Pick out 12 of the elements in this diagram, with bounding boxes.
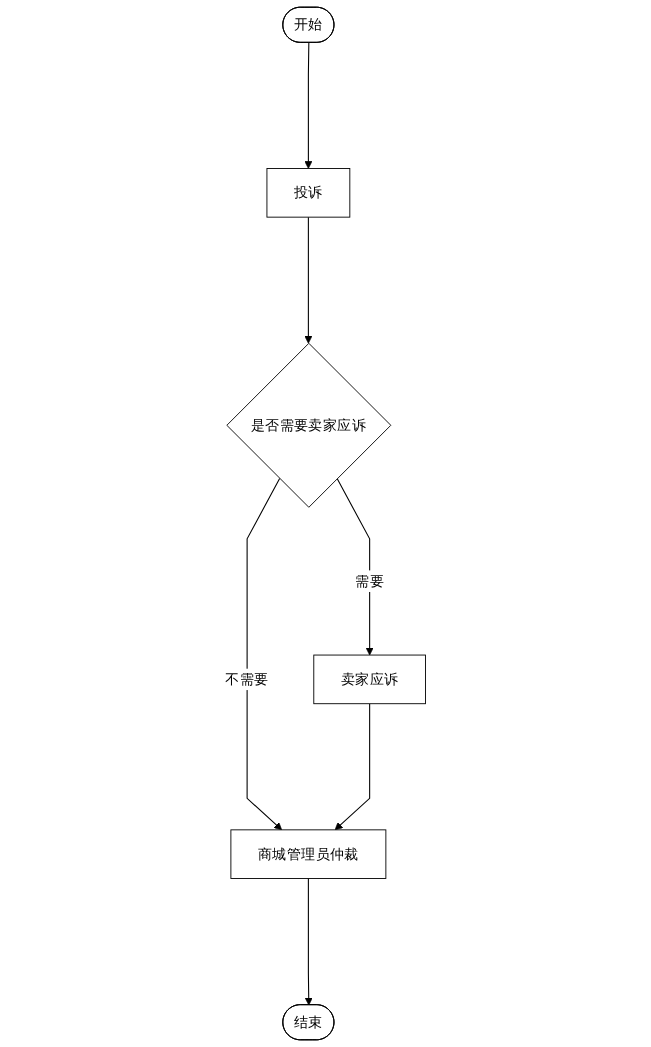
arrow <box>334 703 371 831</box>
node-box: 卖家应诉 <box>313 654 426 705</box>
node-diamond: 是否需要卖家应诉 <box>226 342 392 508</box>
arrow <box>304 42 313 169</box>
arrow <box>246 478 283 831</box>
arrow <box>336 478 374 656</box>
edge-label: 不需要 <box>225 670 269 688</box>
node-box: 商城管理员仲裁 <box>230 829 387 879</box>
edge-label: 需要 <box>355 572 385 590</box>
arrow <box>304 877 313 1006</box>
node-box: 投诉 <box>266 168 351 218</box>
arrow <box>304 216 313 344</box>
